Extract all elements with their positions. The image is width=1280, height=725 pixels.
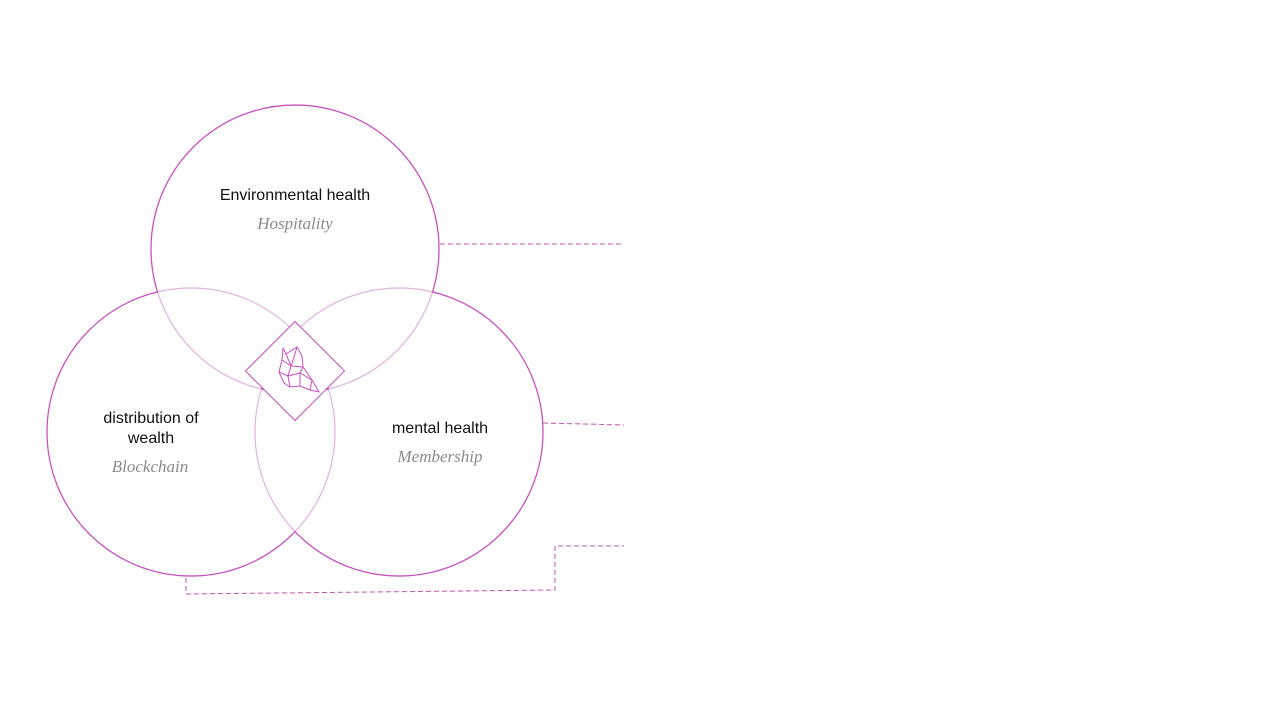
center-emblem (244, 320, 346, 422)
right-circle-subtitle: Membership (397, 447, 483, 466)
connector-right (542, 422, 625, 426)
left-circle-subtitle: Blockchain (111, 457, 189, 476)
emblem-diamond (244, 320, 346, 422)
right-circle-title: mental health (391, 420, 489, 437)
wolf-head-icon (278, 346, 320, 393)
connector-left (185, 545, 624, 595)
top-circle-subtitle: Hospitality (257, 214, 333, 233)
top-circle-title: Environmental health (219, 187, 371, 204)
left-circle-title: distribution of wealth (103, 410, 199, 447)
